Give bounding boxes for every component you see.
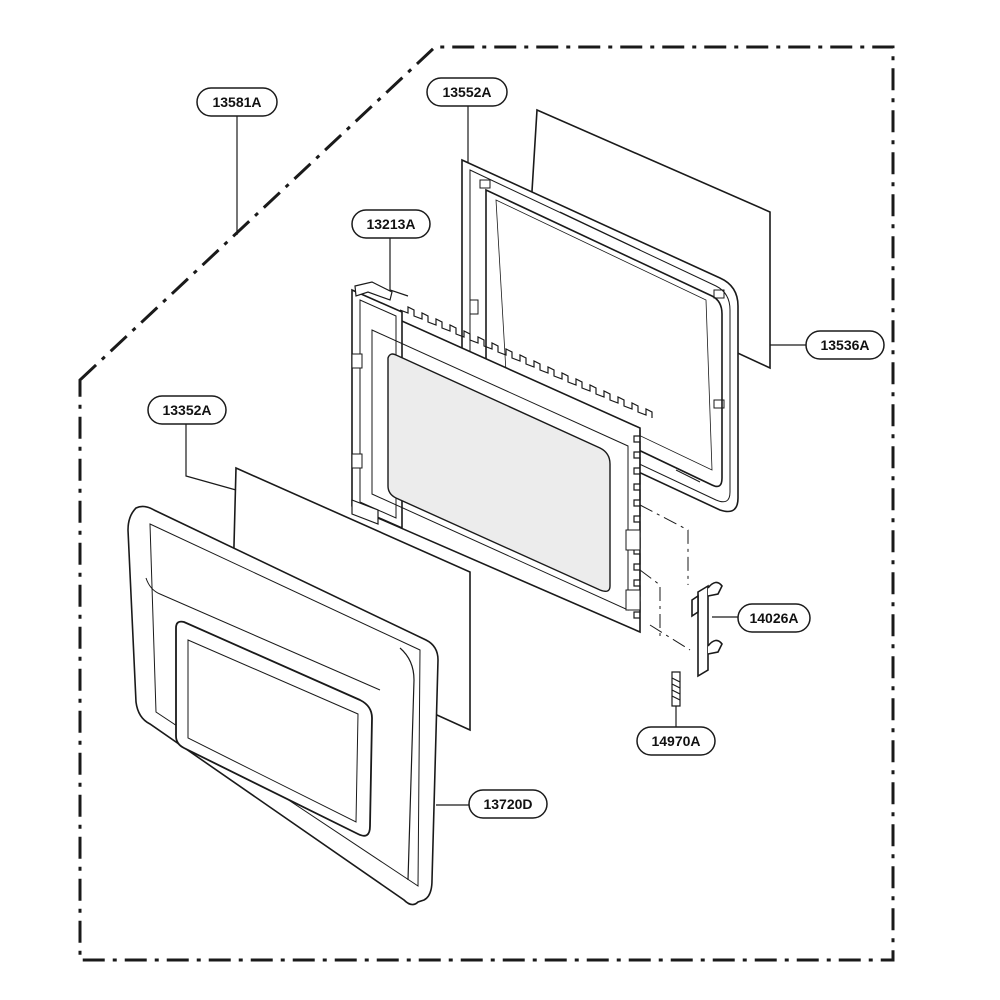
callout-label-13552A: 13552A (442, 84, 491, 100)
callout-13720D: 13720D (468, 789, 548, 819)
callout-label-13720D: 13720D (483, 796, 532, 812)
assembly-boundary (78, 45, 895, 962)
choke-teeth-right (633, 430, 641, 619)
leader-lines (185, 102, 808, 806)
callout-13536A: 13536A (805, 330, 885, 360)
callout-label-14026A: 14026A (749, 610, 798, 626)
part-13720D-door-panel (127, 505, 439, 906)
callout-14970A: 14970A (636, 726, 716, 756)
callout-13581A: 13581A (196, 87, 278, 117)
door-inner-window (387, 353, 611, 593)
part-14026A-latch-hook (691, 581, 723, 678)
part-13213A-door-inner (351, 281, 653, 634)
choke-teeth-top (399, 306, 653, 418)
callout-label-13581A: 13581A (212, 94, 261, 110)
callout-label-13352A: 13352A (162, 402, 211, 418)
callout-label-13536A: 13536A (820, 337, 869, 353)
callout-label-13213A: 13213A (366, 216, 415, 232)
callout-label-14970A: 14970A (651, 733, 700, 749)
callout-13213A: 13213A (351, 209, 431, 239)
part-14970A-spring (671, 671, 681, 707)
callout-14026A: 14026A (737, 603, 811, 633)
door-panel-window (175, 620, 373, 837)
callout-13352A: 13352A (147, 395, 227, 425)
callout-13552A: 13552A (426, 77, 508, 107)
alignment-lines (639, 504, 691, 651)
